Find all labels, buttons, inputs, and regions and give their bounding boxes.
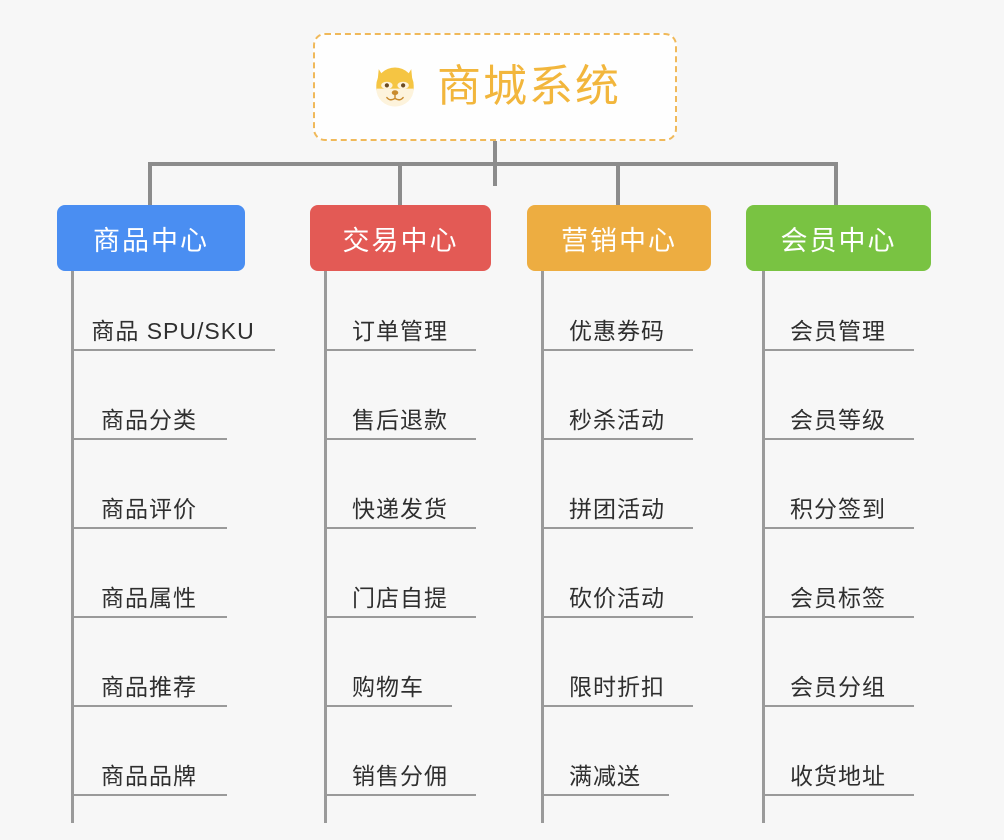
leaf-item-0-3[interactable]: 商品属性	[71, 584, 227, 618]
leaf-item-1-4[interactable]: 购物车	[324, 673, 452, 707]
category-node-1[interactable]: 交易中心	[310, 205, 491, 271]
connector-drop-3	[616, 162, 620, 207]
leaf-item-3-2[interactable]: 积分签到	[762, 495, 914, 529]
leaf-rail-1	[324, 271, 327, 823]
category-label-3: 会员中心	[780, 225, 897, 256]
leaf-label-2-2: 拼团活动	[569, 496, 665, 522]
leaf-label-2-1: 秒杀活动	[569, 407, 665, 433]
leaf-item-1-1[interactable]: 售后退款	[324, 406, 476, 440]
leaf-item-1-5[interactable]: 销售分佣	[324, 762, 476, 796]
category-node-2[interactable]: 营销中心	[527, 205, 711, 271]
leaf-label-1-1: 售后退款	[352, 407, 448, 433]
connector-horizontal-bar	[150, 162, 838, 166]
leaf-item-2-3[interactable]: 砍价活动	[541, 584, 693, 618]
leaf-item-2-0[interactable]: 优惠券码	[541, 317, 693, 351]
leaf-label-0-1: 商品分类	[101, 407, 197, 433]
leaf-label-0-4: 商品推荐	[101, 674, 197, 700]
leaf-item-3-5[interactable]: 收货地址	[762, 762, 914, 796]
leaf-item-2-2[interactable]: 拼团活动	[541, 495, 693, 529]
leaf-label-0-2: 商品评价	[101, 496, 197, 522]
leaf-label-3-5: 收货地址	[790, 763, 886, 789]
leaf-label-1-5: 销售分佣	[352, 763, 448, 789]
connector-drop-4	[834, 162, 838, 207]
leaf-label-3-2: 积分签到	[790, 496, 886, 522]
root-title: 商城系统	[437, 62, 621, 111]
leaf-item-0-4[interactable]: 商品推荐	[71, 673, 227, 707]
leaf-item-2-5[interactable]: 满减送	[541, 762, 669, 796]
leaf-label-0-5: 商品品牌	[101, 763, 197, 789]
leaf-item-3-3[interactable]: 会员标签	[762, 584, 914, 618]
leaf-item-0-1[interactable]: 商品分类	[71, 406, 227, 440]
leaf-label-2-3: 砍价活动	[569, 585, 665, 611]
leaf-item-1-2[interactable]: 快递发货	[324, 495, 476, 529]
leaf-item-1-3[interactable]: 门店自提	[324, 584, 476, 618]
leaf-label-3-4: 会员分组	[790, 674, 886, 700]
leaf-label-1-4: 购物车	[352, 674, 424, 700]
leaf-item-3-4[interactable]: 会员分组	[762, 673, 914, 707]
connector-drop-2	[398, 162, 402, 207]
leaf-item-3-1[interactable]: 会员等级	[762, 406, 914, 440]
leaf-label-0-0: 商品 SPU/SKU	[91, 318, 255, 344]
leaf-label-3-3: 会员标签	[790, 585, 886, 611]
shiba-dog-face-icon	[376, 67, 414, 107]
leaf-item-1-0[interactable]: 订单管理	[324, 317, 476, 351]
leaf-label-0-3: 商品属性	[101, 585, 197, 611]
category-label-0: 商品中心	[93, 225, 209, 256]
leaf-rail-0	[71, 271, 74, 823]
leaf-rail-3	[762, 271, 765, 823]
root-node[interactable]: 商城系统	[313, 33, 677, 141]
leaf-item-3-0[interactable]: 会员管理	[762, 317, 914, 351]
category-node-0[interactable]: 商品中心	[57, 205, 245, 271]
leaf-label-3-1: 会员等级	[790, 407, 886, 433]
leaf-label-2-0: 优惠券码	[569, 318, 665, 344]
leaf-label-1-0: 订单管理	[352, 318, 448, 344]
category-label-1: 交易中心	[342, 225, 459, 256]
leaf-item-2-4[interactable]: 限时折扣	[541, 673, 693, 707]
connector-drop-1	[148, 162, 152, 207]
leaf-item-0-5[interactable]: 商品品牌	[71, 762, 227, 796]
leaf-label-1-3: 门店自提	[352, 585, 448, 611]
leaf-item-2-1[interactable]: 秒杀活动	[541, 406, 693, 440]
leaf-label-2-5: 满减送	[569, 763, 641, 789]
category-node-3[interactable]: 会员中心	[746, 205, 931, 271]
leaf-label-3-0: 会员管理	[790, 318, 886, 344]
leaf-item-0-0[interactable]: 商品 SPU/SKU	[71, 317, 275, 351]
leaf-item-0-2[interactable]: 商品评价	[71, 495, 227, 529]
leaf-label-1-2: 快递发货	[352, 496, 448, 522]
leaf-label-2-4: 限时折扣	[569, 674, 665, 700]
category-label-2: 营销中心	[561, 225, 677, 256]
leaf-rail-2	[541, 271, 544, 823]
